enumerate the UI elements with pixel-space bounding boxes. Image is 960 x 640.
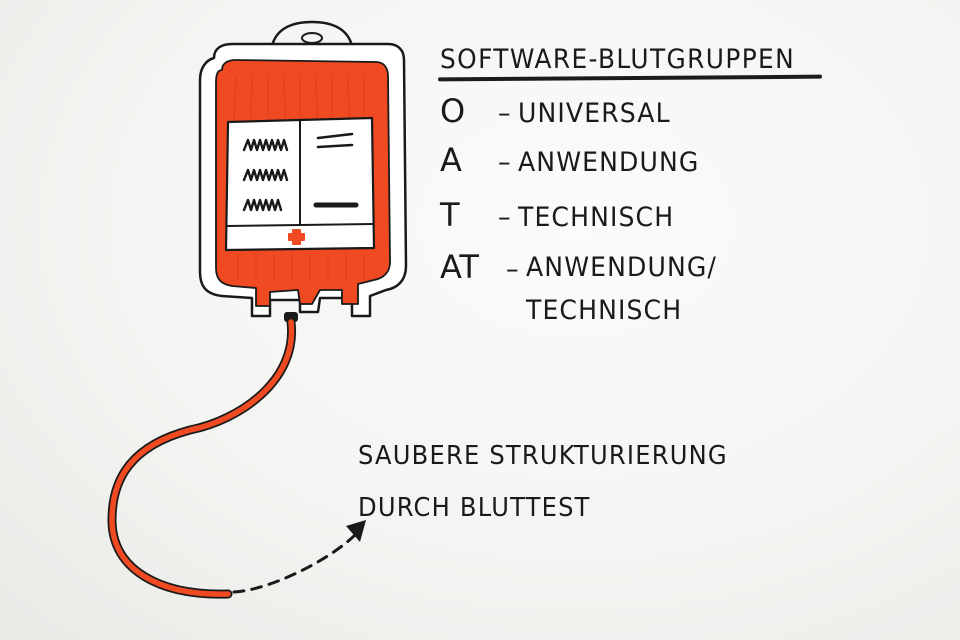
legend-code: T: [440, 196, 460, 234]
legend-separator: –: [498, 98, 512, 129]
legend-description-line1: ANWENDUNG/: [525, 252, 717, 283]
legend-separator: –: [506, 254, 520, 285]
legend-description: TECHNISCH: [517, 202, 675, 233]
legend-item-a: A – ANWENDUNG: [440, 141, 713, 179]
annotation-note: SAUBERE STRUKTURIERUNG DURCH BLUTTEST: [358, 430, 728, 534]
bag-hanger-icon: [270, 20, 354, 47]
legend-description: UNIVERSAL: [517, 98, 671, 129]
legend-description-line2: TECHNISCH: [525, 295, 683, 326]
note-line2: DURCH BLUTTEST: [358, 493, 591, 523]
page-title: SOFTWARE-BLUTGRUPPEN: [440, 44, 796, 75]
legend-code: AT: [440, 248, 479, 286]
dashed-arrow-icon: [232, 520, 366, 594]
legend-description-block: ANWENDUNG/TECHNISCH: [526, 248, 731, 334]
legend-item-at: AT– ANWENDUNG/TECHNISCH: [440, 248, 731, 334]
legend-item-o: O – UNIVERSAL: [440, 92, 682, 130]
tube-icon: [107, 317, 297, 599]
blood-bag-icon: [198, 42, 408, 322]
legend-code: A: [440, 141, 462, 179]
legend-code: O: [440, 92, 466, 130]
note-line1: SAUBERE STRUKTURIERUNG: [358, 441, 728, 471]
legend-separator: –: [498, 202, 512, 233]
legend-separator: –: [498, 147, 512, 178]
legend-description: ANWENDUNG: [517, 147, 700, 178]
red-cross-icon: [288, 229, 305, 245]
legend-item-t: T – TECHNISCH: [440, 196, 686, 234]
